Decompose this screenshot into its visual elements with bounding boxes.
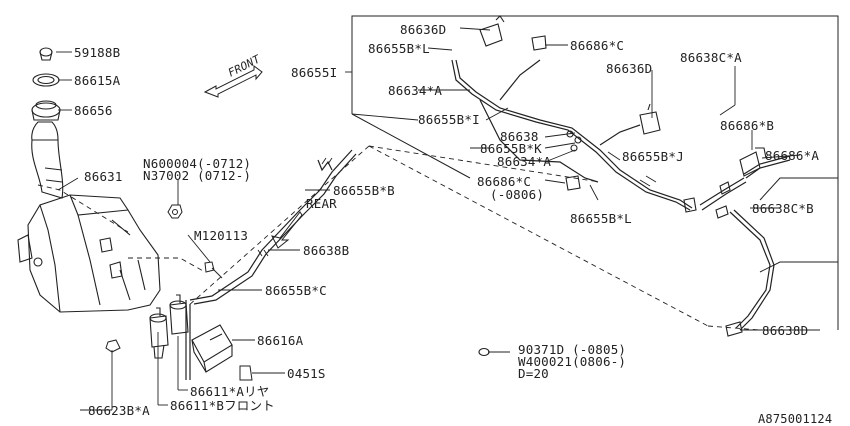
washer-tank <box>17 194 161 313</box>
label-86623ba: 86623B*A <box>88 403 150 418</box>
label-m120113: M120113 <box>194 228 249 243</box>
label-86636d-2: 86636D <box>606 61 653 76</box>
label-86638d: 86638D <box>762 323 809 338</box>
front-arrow <box>203 65 263 98</box>
label-86611ar: 86611*Aリヤ <box>190 384 270 399</box>
rear-arrow <box>271 211 303 249</box>
label-d20: D=20 <box>518 366 549 381</box>
label-86686a: 86686*A <box>765 148 820 163</box>
front-washer-hoses <box>451 59 791 331</box>
label-86631: 86631 <box>84 169 123 184</box>
label-86655bi: 86655B*I <box>418 112 480 127</box>
label-86655bk: 86655B*K <box>480 141 542 156</box>
label-n600004: N600004(-0712) <box>143 156 252 171</box>
label-w400021: W400021(0806-) <box>518 354 627 369</box>
label-86638b: 86638B <box>303 243 350 258</box>
label-86655bj: 86655B*J <box>622 149 684 164</box>
label-86655bl-2: 86655B*L <box>570 211 632 226</box>
fasteners <box>105 204 260 381</box>
label-86655bl-top: 86655B*L <box>368 41 430 56</box>
label-86655bc: 86655B*C <box>265 283 327 298</box>
label-86611bf: 86611*Bフロント <box>170 398 275 413</box>
label-86638ca: 86638C*A <box>680 50 742 65</box>
label-86616a: 86616A <box>257 333 304 348</box>
label-86655bb: 86655B*B <box>333 183 395 198</box>
washer-pumps <box>149 294 189 359</box>
label-86686c-top: 86686*C <box>570 38 625 53</box>
break-marks <box>257 157 657 257</box>
filler-cap <box>31 47 61 121</box>
rear-washer-hose <box>185 149 357 380</box>
label-86638cb: 86638C*B <box>752 201 814 216</box>
label-86634a-1: 86634*A <box>388 83 443 98</box>
label-86655i: 86655I <box>291 65 338 80</box>
label-86634a-2: 86634*A <box>497 154 552 169</box>
diagram-id: A875001124 <box>758 412 833 426</box>
label-rear: REAR <box>306 196 337 211</box>
label-0451s: 0451S <box>287 366 326 381</box>
label-0806: (-0806) <box>490 187 545 202</box>
assembly-bracket <box>351 15 839 330</box>
label-86656: 86656 <box>74 103 113 118</box>
label-n37002: N37002 (0712-) <box>143 168 252 183</box>
label-90371d: 90371D (-0805) <box>518 342 627 357</box>
label-86638: 86638 <box>500 129 539 144</box>
label-86636d-top: 86636D <box>400 22 447 37</box>
label-86686b: 86686*B <box>720 118 775 133</box>
connector-box <box>191 324 233 373</box>
label-86686c-2: 86686*C <box>477 174 532 189</box>
filler-neck <box>31 121 64 199</box>
label-86615a: 86615A <box>74 73 121 88</box>
label-59188b: 59188B <box>74 45 121 60</box>
nozzles <box>478 15 767 357</box>
